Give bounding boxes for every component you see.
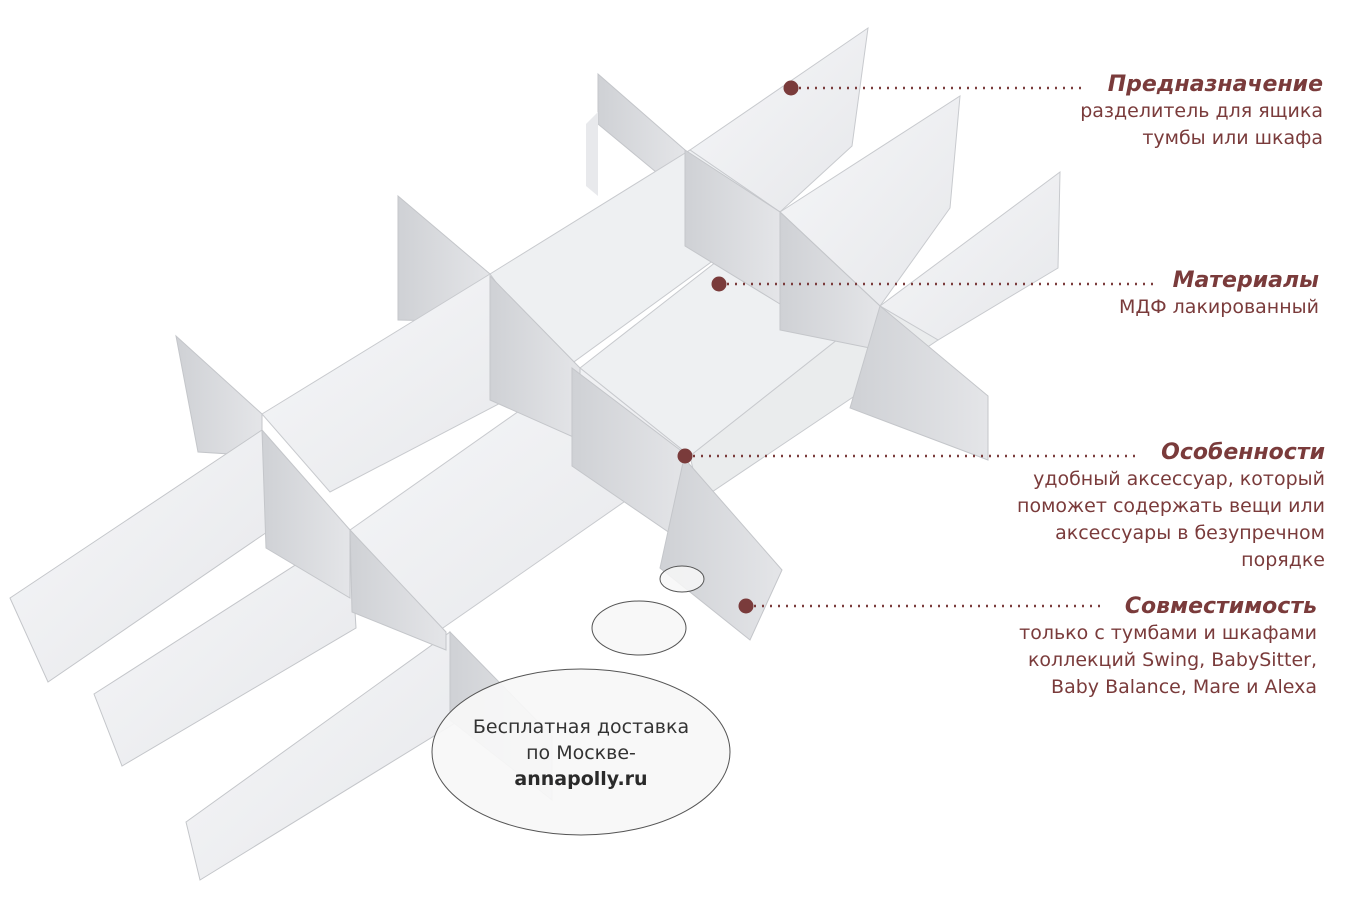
callout-compatibility: Совместимость только с тумбами и шкафами… bbox=[1019, 594, 1317, 701]
promo-line-2: по Москве- bbox=[526, 742, 636, 764]
bubble-medium bbox=[591, 600, 687, 656]
promo-site-link[interactable]: annapolly.ru bbox=[514, 768, 648, 790]
leader-dot-features bbox=[677, 448, 693, 464]
bubble-large bbox=[431, 668, 731, 836]
callout-leaders bbox=[677, 80, 1156, 614]
callout-purpose: Предназначение разделитель для ящика тум… bbox=[1080, 72, 1323, 152]
promo-bubble-text: Бесплатная доставка по Москве- annapolly… bbox=[433, 714, 729, 792]
cross-divider-fin bbox=[586, 112, 598, 196]
long-divider-panel bbox=[93, 529, 357, 767]
bubble-small bbox=[659, 565, 705, 593]
callout-purpose-body: разделитель для ящика тумбы или шкафа bbox=[1080, 100, 1323, 149]
cross-divider-panels bbox=[261, 149, 989, 802]
callout-compatibility-title: Совместимость bbox=[1124, 594, 1317, 619]
callout-compatibility-body: только с тумбами и шкафами коллекций Swi… bbox=[1019, 622, 1317, 698]
callout-features-body: удобный аксессуар, который поможет содер… bbox=[1017, 468, 1325, 571]
leader-dot-purpose bbox=[783, 80, 799, 96]
callout-purpose-title: Предназначение bbox=[1107, 72, 1323, 97]
cross-divider-panel bbox=[849, 305, 989, 461]
leader-dot-materials bbox=[711, 276, 727, 292]
callout-features: Особенности удобный аксессуар, который п… bbox=[1017, 440, 1325, 574]
callout-features-title: Особенности bbox=[1161, 440, 1325, 465]
cross-divider-panel bbox=[349, 528, 447, 651]
cross-divider-panel bbox=[261, 428, 351, 599]
callout-materials-body: МДФ лакированный bbox=[1119, 296, 1319, 318]
leader-dot-compatibility bbox=[738, 598, 754, 614]
callout-materials: Материалы МДФ лакированный bbox=[1119, 268, 1319, 321]
promo-line-1: Бесплатная доставка bbox=[472, 716, 690, 738]
promo-thought-bubble bbox=[431, 565, 731, 836]
callout-materials-title: Материалы bbox=[1172, 268, 1319, 293]
cross-divider-panel bbox=[659, 456, 783, 641]
